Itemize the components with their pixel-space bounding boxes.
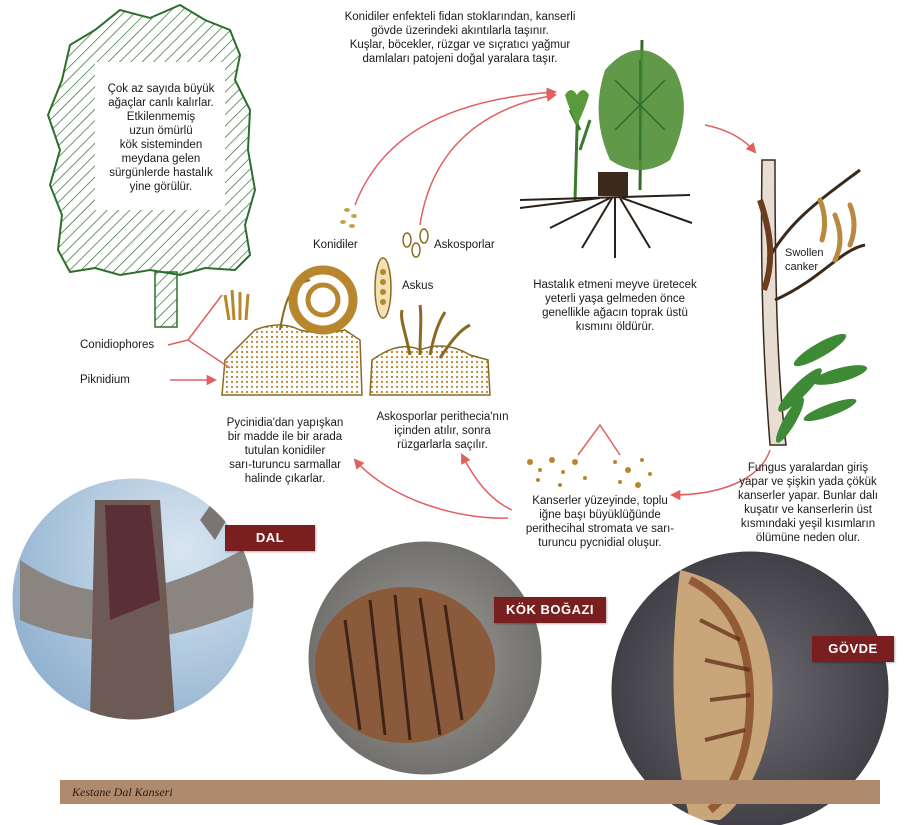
pycnidium-section-drawing [222,270,362,395]
badge-govde: GÖVDE [812,636,894,662]
photo-dal [11,470,270,721]
canker-branch-drawing [760,160,869,446]
footer-title: Kestane Dal Kanseri [72,785,173,799]
label-askosporlar: Askosporlar [434,238,495,252]
sapling-note: Hastalık etmeni meyve üretecek yeterli y… [505,278,725,334]
label-conidiophores: Conidiophores [80,338,154,352]
ascospores-drawing [403,229,428,257]
sapling-drawing [520,40,692,258]
top-note: Konidiler enfekteli fidan stoklarından, … [300,10,620,66]
ascospore-note: Askosporlar perithecia'nın içinden atılı… [360,410,525,452]
label-swollen-canker: Swollen canker [785,246,824,274]
footer-band: Kestane Dal Kanseri [60,780,880,804]
label-piknidium: Piknidium [80,373,130,387]
label-askus: Askus [402,279,433,293]
canker-note: Kanserler yüzeyinde, toplu iğne başı büy… [500,494,700,550]
conidia-drawing [340,208,357,228]
badge-dal: DAL [225,525,315,551]
large-tree-note: Çok az sayıda büyük ağaçlar canlı kalırl… [97,82,225,194]
badge-kok-bogazi: KÖK BOĞAZI [494,597,606,623]
spore-cluster-drawing [527,425,652,488]
label-konidiler: Konidiler [313,238,358,252]
pycnidia-note: Pycinidia'dan yapışkan bir madde ile bir… [205,416,365,486]
fungus-note: Fungus yaralardan giriş yapar ve şişkin … [718,461,898,545]
